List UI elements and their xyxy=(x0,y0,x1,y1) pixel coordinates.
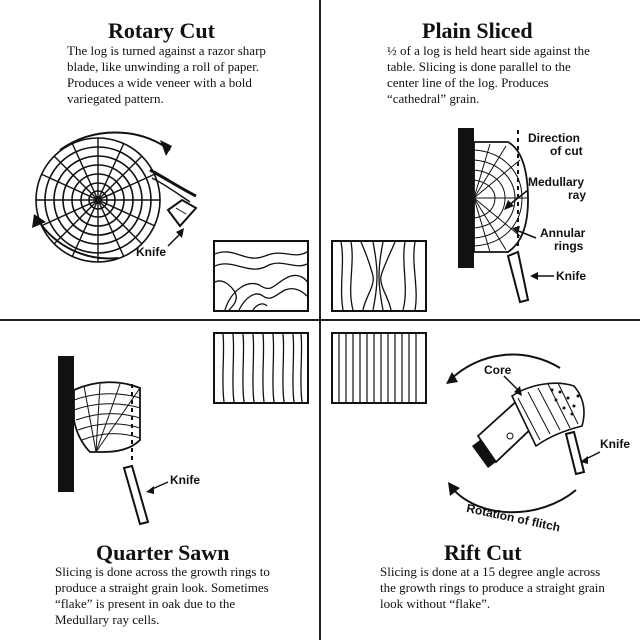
rift-description: Slicing is done at a 15 degree angle acr… xyxy=(380,564,605,611)
rotary-grain-sample xyxy=(213,240,309,312)
plain-medullary-label-1: Medullary xyxy=(528,175,585,189)
quarter-description: Slicing is done across the growth rings … xyxy=(55,564,270,627)
plain-annular-label-1: Annular xyxy=(540,226,586,240)
svg-text:+: + xyxy=(486,432,492,443)
plain-title: Plain Sliced xyxy=(422,18,533,43)
plain-knife-label: Knife xyxy=(556,269,586,283)
plain-direction-label-2: of cut xyxy=(550,144,583,158)
rotary-knife-label: Knife xyxy=(136,245,166,259)
rotary-description: The log is turned against a razor sharp … xyxy=(67,43,266,106)
plain-direction-label-1: Direction xyxy=(528,131,581,145)
plain-grain-sample xyxy=(331,240,427,312)
quarter-knife-label: Knife xyxy=(170,473,200,487)
rift-grain-sample xyxy=(331,332,427,404)
quarter-title: Quarter Sawn xyxy=(96,540,230,565)
rift-core-label: Core xyxy=(484,363,512,377)
horizontal-divider xyxy=(0,319,640,321)
rotary-title: Rotary Cut xyxy=(108,18,215,43)
rift-title: Rift Cut xyxy=(444,540,522,565)
rift-knife-label: Knife xyxy=(600,437,630,451)
quarter-grain-sample xyxy=(213,332,309,404)
plain-medullary-label-2: ray xyxy=(568,188,587,202)
plain-annular-label-2: rings xyxy=(554,239,584,253)
rift-rotation-label: Rotation of flitch xyxy=(465,501,562,535)
plain-description: ½ of a log is held heart side against th… xyxy=(387,43,590,106)
